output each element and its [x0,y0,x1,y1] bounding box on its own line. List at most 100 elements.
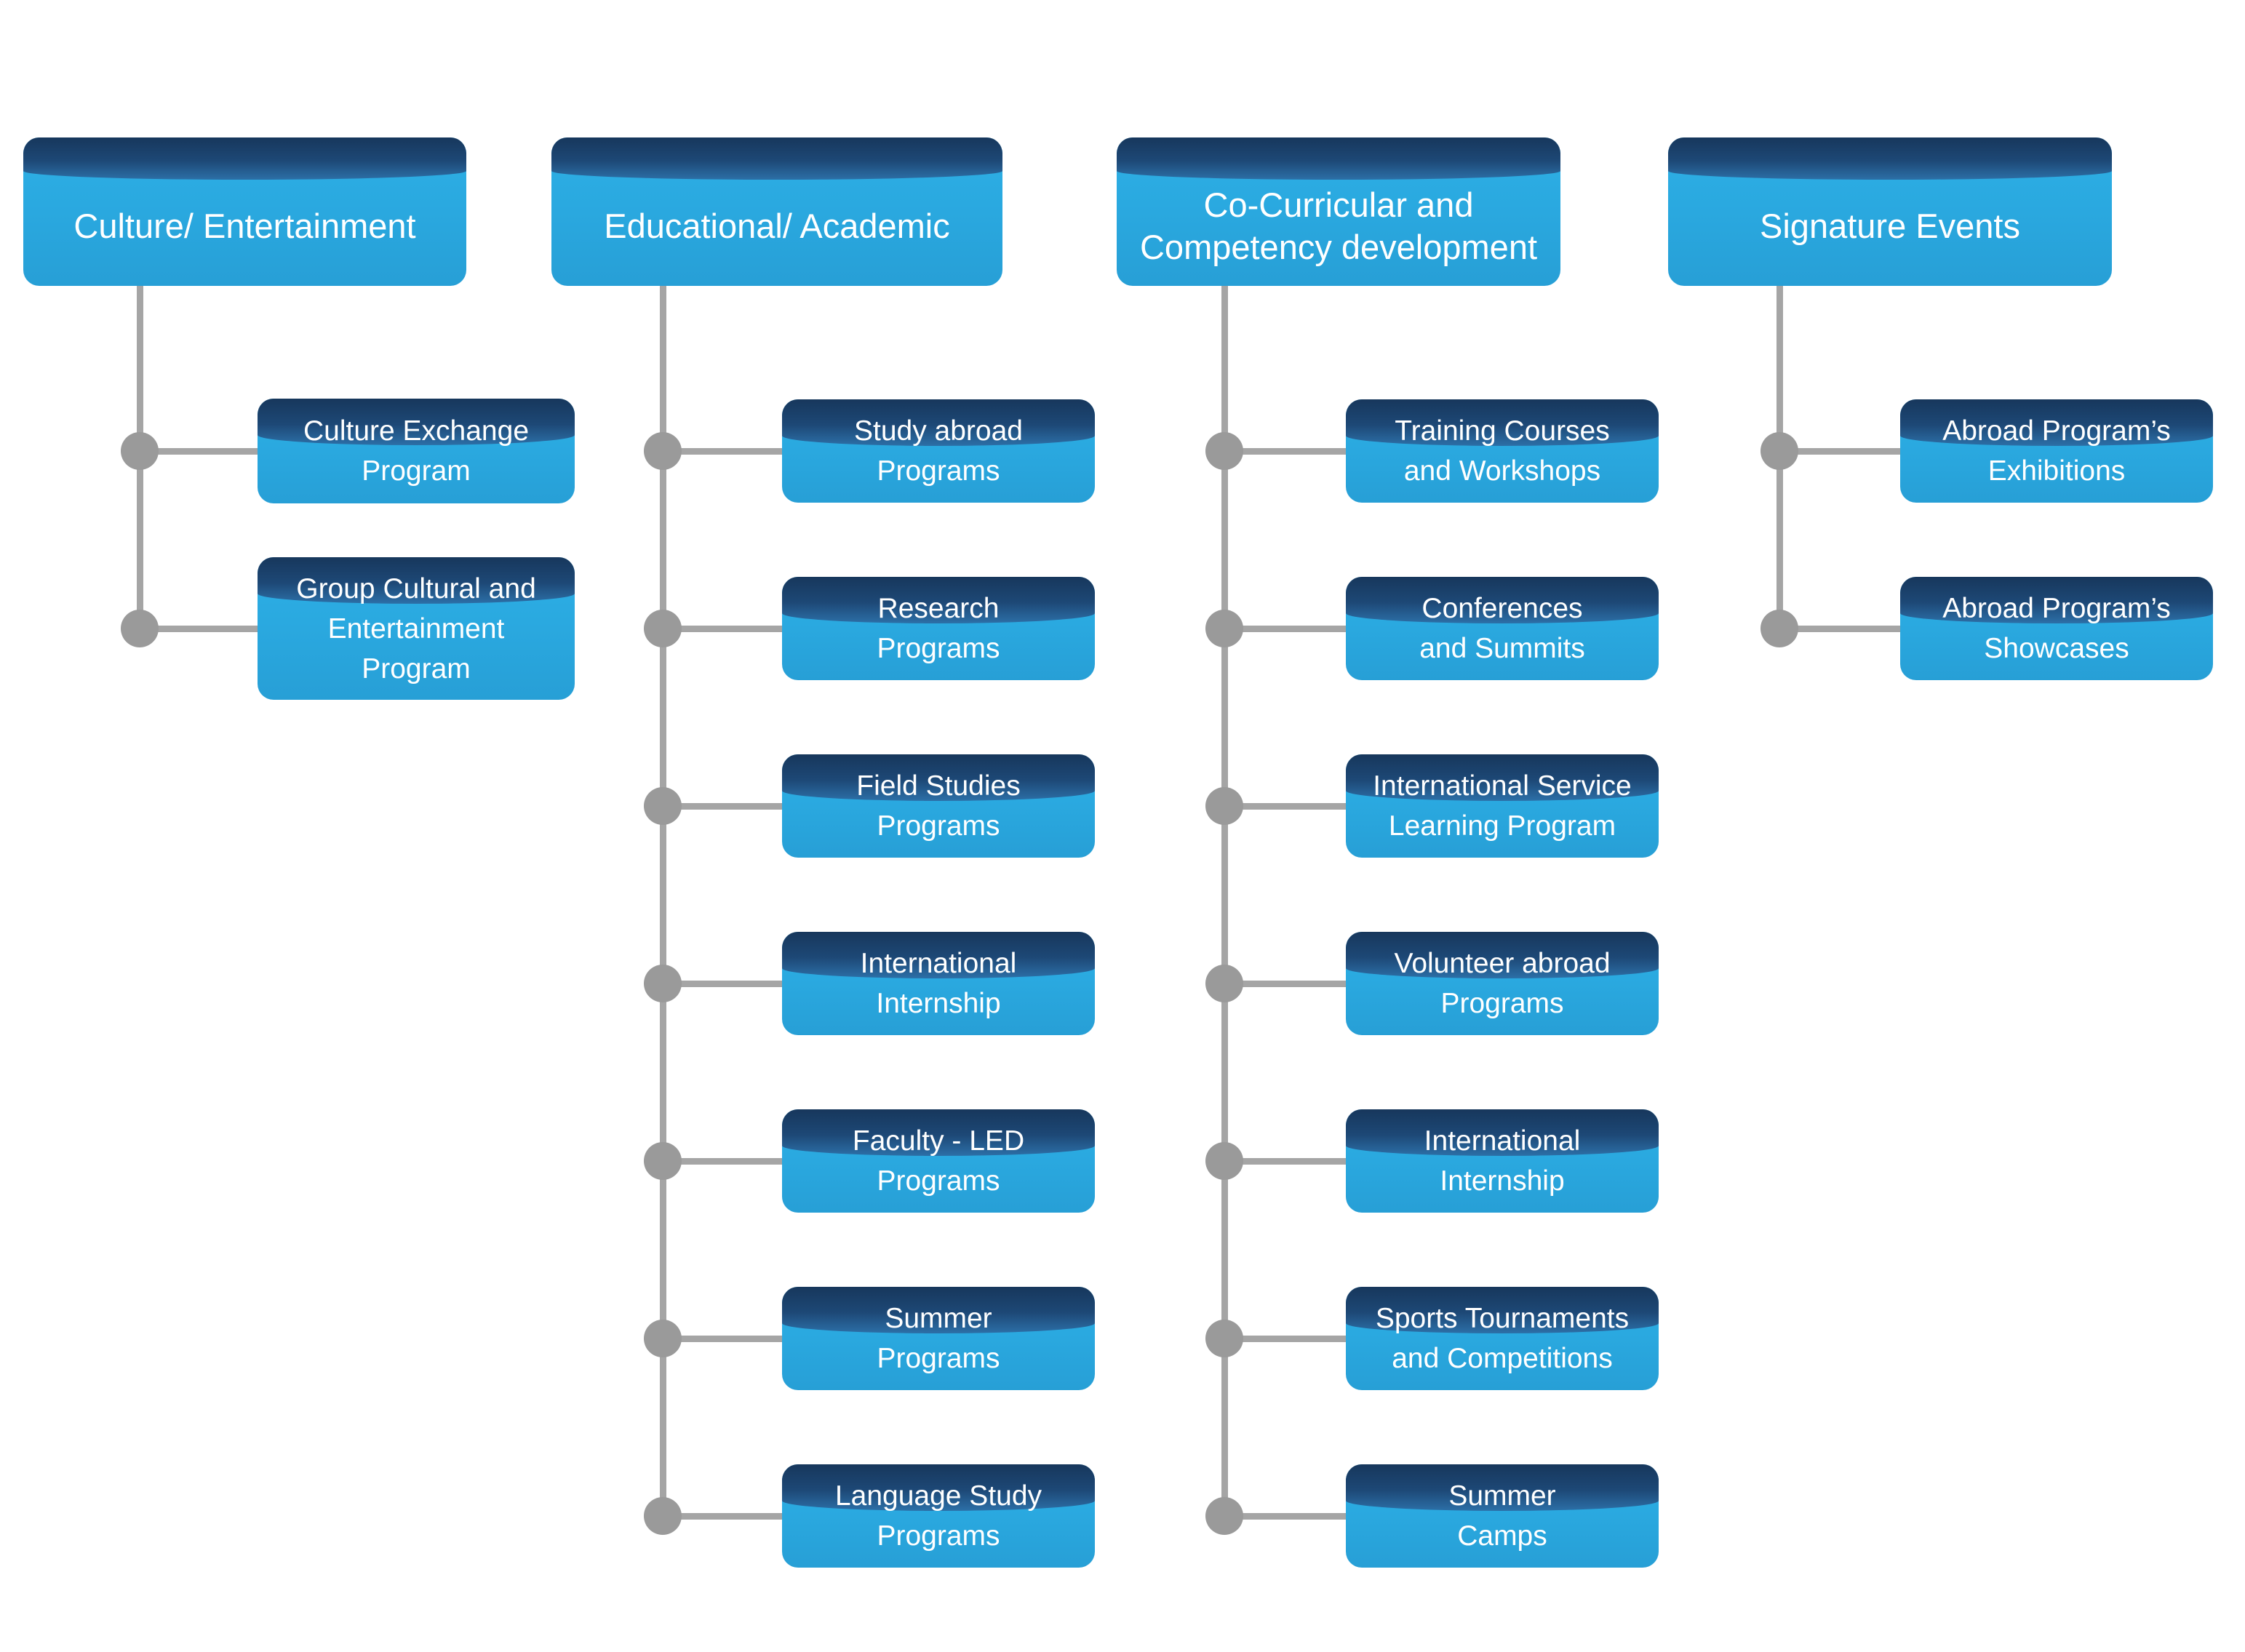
connector-trunk [659,286,666,1516]
junction-dot [1760,610,1798,647]
child-label-line: Program [362,455,471,487]
child-label-line: Programs [877,633,1000,664]
junction-dot [1205,965,1243,1002]
connector-branch [663,1512,782,1520]
connector-branch [1779,625,1900,632]
junction-dot [644,965,682,1002]
junction-dot [1205,1142,1243,1180]
junction-dot [121,432,159,470]
connector-branch [663,625,782,632]
child-label-line: Abroad Program’s [1942,593,2171,624]
child-label: Faculty - LED Programs [782,1121,1095,1201]
child-label-line: Exhibitions [1987,455,2126,487]
child-label-line: Training Courses [1395,415,1610,447]
child-label-line: Programs [877,1165,1000,1197]
header-label-line: Competency development [1139,228,1538,266]
header-label-line: Signature Events [1760,207,2020,245]
connector-branch [1224,447,1346,455]
connector-branch [1224,1157,1346,1165]
child-label-line: Faculty - LED [852,1125,1025,1157]
junction-dot [1205,1320,1243,1357]
connector-branch [1224,1335,1346,1342]
child-label-line: Group Cultural and [296,572,536,604]
header-label-line: Culture/ Entertainment [73,207,416,245]
child-label-line: Summer [1448,1480,1556,1512]
junction-dot [644,610,682,647]
child-label-line: Field Studies [856,770,1021,802]
child-label-line: Learning Program [1388,810,1616,842]
child-label-line: Showcases [1984,633,2129,664]
junction-dot [644,1497,682,1535]
child-label-line: Entertainment [327,612,505,645]
junction-dot [644,1320,682,1357]
child-label-line: Camps [1457,1520,1547,1552]
child-label-line: Research [877,593,1000,624]
connector-branch [140,447,258,455]
child-label-line: Programs [877,455,1000,487]
child-label-line: Programs [877,1520,1000,1552]
header-box-educational-academic: Educational/ Academic [551,137,1002,286]
connector-branch [1224,625,1346,632]
child-box-co-curricular-competency-0: Training Courses and Workshops [1346,399,1659,503]
child-label-line: Internship [1440,1165,1565,1197]
junction-dot [644,787,682,825]
connector-branch [663,980,782,987]
child-label-line: Language Study [834,1480,1042,1512]
child-label-line: Culture Exchange [303,415,530,447]
child-label-line: International Service [1373,770,1632,802]
header-label-line: Co-Curricular and [1203,185,1474,224]
child-label-line: Programs [1440,988,1564,1019]
connector-branch [1224,1512,1346,1520]
connector-branch [1224,802,1346,810]
connector-branch [1779,447,1900,455]
child-label-line: Conferences [1421,593,1583,624]
junction-dot [1205,432,1243,470]
child-label-line: Summer [885,1303,992,1334]
child-label-line: and Competitions [1392,1343,1613,1374]
header-label: Educational/ Academic [551,176,1002,247]
child-label-line: Internship [876,988,1001,1019]
header-label-line: Educational/ Academic [604,207,950,245]
connector-branch [663,1335,782,1342]
header-box-culture-entertainment: Culture/ Entertainment [23,137,466,286]
junction-dot [644,1142,682,1180]
junction-dot [644,432,682,470]
child-label-line: Abroad Program’s [1942,415,2171,447]
child-label-line: Volunteer abroad [1394,948,1611,979]
connector-branch [663,802,782,810]
header-box-signature-events: Signature Events [1668,137,2112,286]
child-label-line: and Workshops [1403,455,1601,487]
connector-branch [1224,980,1346,987]
connector-branch [663,1157,782,1165]
junction-dot [1205,787,1243,825]
